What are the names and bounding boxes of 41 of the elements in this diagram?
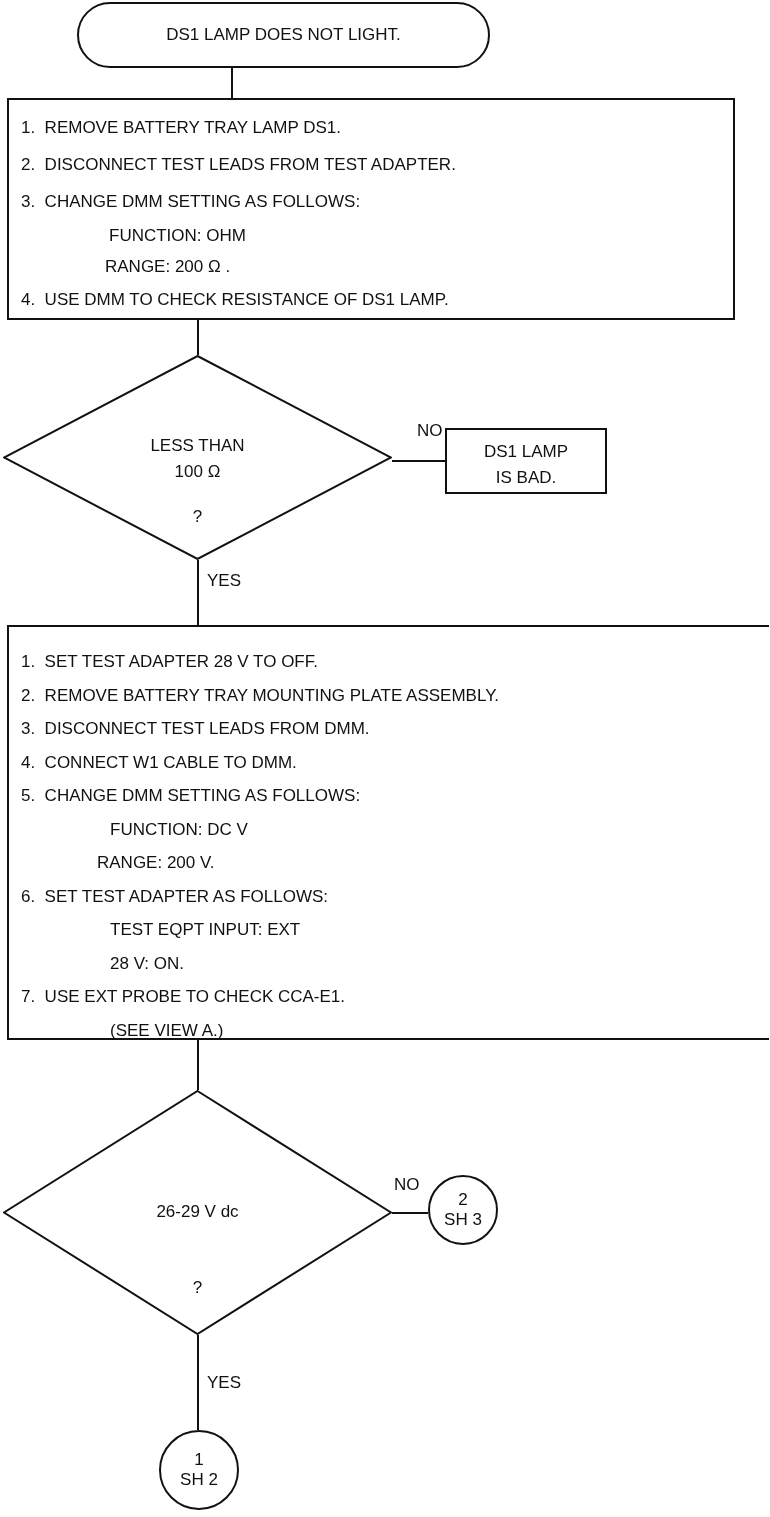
result-box xyxy=(445,428,607,494)
node-text: RANGE: 200 Ω . xyxy=(105,256,231,278)
node-text: DS1 LAMP IS BAD. xyxy=(482,441,570,489)
node-text: FUNCTION: DC V xyxy=(110,819,248,841)
connector-line xyxy=(197,559,199,626)
node-text: RANGE: 200 V. xyxy=(97,852,215,874)
connector-line xyxy=(391,460,446,462)
decision-diamond xyxy=(3,355,392,560)
process-box xyxy=(7,98,735,320)
connector-circle xyxy=(159,1430,239,1510)
connector-line xyxy=(197,319,199,356)
connector-line xyxy=(231,67,233,99)
node-text: 2. DISCONNECT TEST LEADS FROM TEST ADAPTER. xyxy=(21,154,456,176)
connector-circle xyxy=(428,1175,498,1245)
node-text: 3. CHANGE DMM SETTING AS FOLLOWS: xyxy=(21,191,361,213)
node-text: LESS THAN 100 Ω xyxy=(149,435,246,483)
node-text: 7. USE EXT PROBE TO CHECK CCA-E1. xyxy=(21,986,346,1008)
node-text: 28 V: ON. xyxy=(110,953,184,975)
node-text: 3. DISCONNECT TEST LEADS FROM DMM. xyxy=(21,718,370,740)
node-text: DS1 LAMP DOES NOT LIGHT. xyxy=(165,24,402,46)
node-text: 4. CONNECT W1 CABLE TO DMM. xyxy=(21,752,297,774)
node-text: 2 SH 3 xyxy=(443,1190,483,1230)
node-text: 6. SET TEST ADAPTER AS FOLLOWS: xyxy=(21,886,329,908)
decision-diamond xyxy=(3,1090,392,1335)
node-text: 1. SET TEST ADAPTER 28 V TO OFF. xyxy=(21,651,318,673)
node-text: 5. CHANGE DMM SETTING AS FOLLOWS: xyxy=(21,785,361,807)
node-text: TEST EQPT INPUT: EXT xyxy=(110,919,301,941)
process-box xyxy=(7,625,769,1040)
node-text: 1 SH 2 xyxy=(179,1450,219,1490)
start-terminator xyxy=(77,2,490,68)
connector-line xyxy=(197,1334,199,1431)
node-text: FUNCTION: OHM xyxy=(109,225,246,247)
connector-line xyxy=(391,1212,429,1214)
node-text: ? xyxy=(191,506,204,528)
node-text: (SEE VIEW A.) xyxy=(110,1020,224,1042)
node-text: 2. REMOVE BATTERY TRAY MOUNTING PLATE ASSEMBLY. xyxy=(21,685,500,707)
node-text: ? xyxy=(191,1277,204,1299)
node-text: 1. REMOVE BATTERY TRAY LAMP DS1. xyxy=(21,117,341,139)
connector-line xyxy=(197,1039,199,1091)
node-text: 4. USE DMM TO CHECK RESISTANCE OF DS1 LAMP. xyxy=(21,289,449,311)
node-text: 26-29 V dc xyxy=(155,1201,240,1223)
